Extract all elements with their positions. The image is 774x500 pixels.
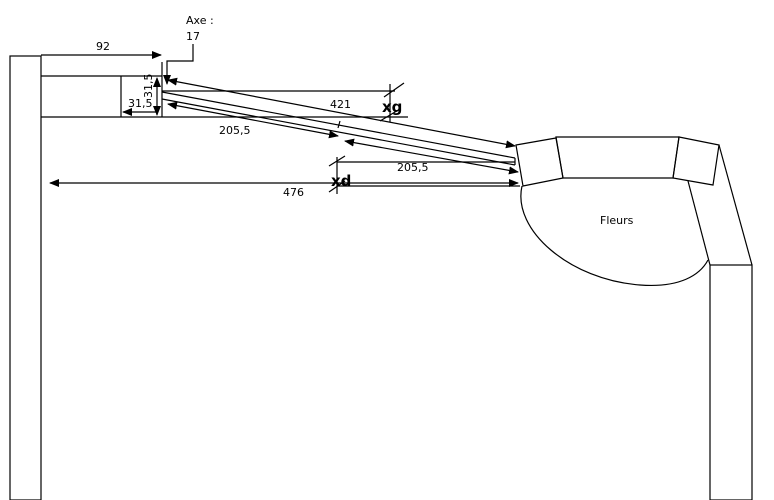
- dimension-205-5-right-arrow: [344, 138, 519, 175]
- dimension-92-label: 92: [96, 40, 110, 53]
- flower-bed: [520, 185, 709, 287]
- dimension-205-5-left-label: 205,5: [219, 124, 251, 137]
- curved-beam-blocks: [515, 136, 753, 266]
- right-post: [709, 264, 753, 500]
- axe-leader: [163, 44, 194, 85]
- dimension-421-label: 421: [330, 98, 351, 111]
- left-post: [9, 55, 42, 500]
- dimension-31-5-horizontal-label: 31,5: [128, 97, 153, 110]
- dimension-205-5-right-label: 205,5: [397, 161, 429, 174]
- flower-bed-label: Fleurs: [600, 214, 634, 227]
- axe-title: Axe :: [186, 14, 214, 27]
- dimension-31-5-vertical-label: 31,5: [142, 74, 155, 99]
- horizontal-beam: [41, 62, 408, 118]
- xg-label: xg: [382, 98, 402, 116]
- xd-label: xd: [331, 172, 351, 190]
- axe-value: 17: [186, 30, 200, 43]
- xd-reference: [328, 155, 520, 194]
- dimension-205-5-left-arrow: [167, 101, 339, 139]
- dimension-476-label: 476: [283, 186, 304, 199]
- xg-reference: [162, 82, 405, 122]
